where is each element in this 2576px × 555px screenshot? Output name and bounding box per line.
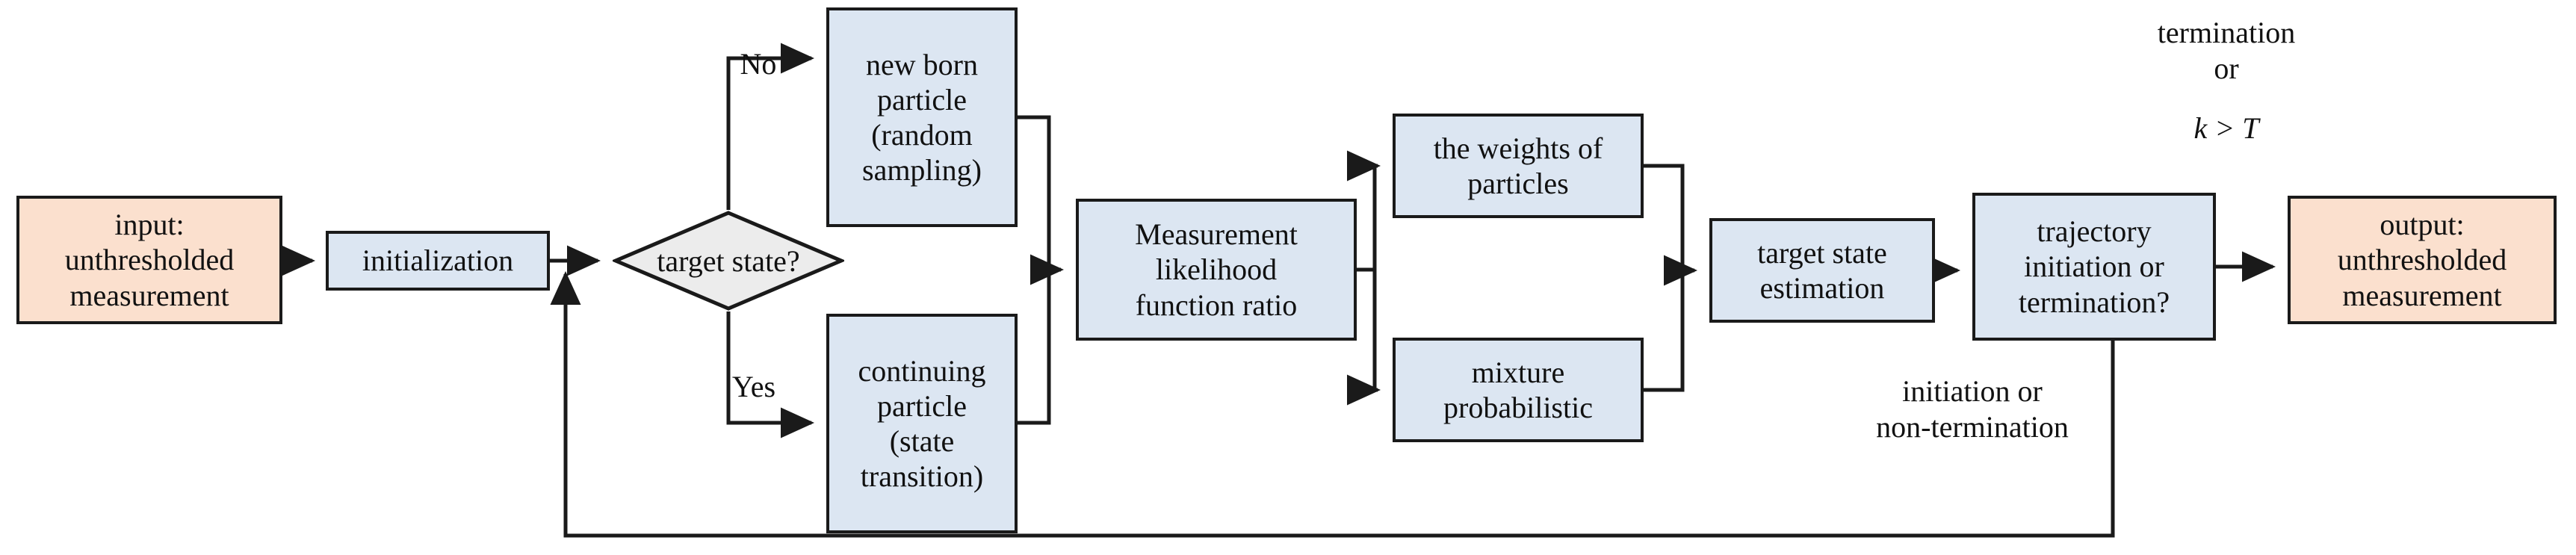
- node-mixture-probabilistic[interactable]: mixture probabilistic: [1393, 338, 1644, 442]
- node-input-label: input: unthresholded measurement: [64, 208, 235, 312]
- node-new-born-particle-label: new born particle (random sampling): [862, 47, 982, 187]
- edge-label-yes: Yes: [731, 370, 776, 403]
- edge-continuing-to-merge: [1018, 270, 1051, 425]
- edge-weights-to-merge: [1644, 164, 1685, 270]
- node-trajectory-decision[interactable]: trajectory initiation or termination?: [1972, 193, 2216, 341]
- diamond-shape: [613, 211, 844, 311]
- edge-split-to-mixture-probabilistic: [1347, 270, 1381, 406]
- edge-new-born-to-merge: [1018, 115, 1051, 270]
- node-weights-of-particles-label: the weights of particles: [1433, 131, 1603, 200]
- node-new-born-particle[interactable]: new born particle (random sampling): [826, 7, 1018, 227]
- node-trajectory-decision-label: trajectory initiation or termination?: [2018, 214, 2170, 319]
- node-target-state-estimation-label: target state estimation: [1757, 235, 1887, 305]
- node-continuing-particle[interactable]: continuing particle (state transition): [826, 314, 1018, 533]
- edge-label-initiation-or-non-termination: initiation or non-termination: [1876, 374, 2069, 444]
- node-target-state-decision[interactable]: target state?: [613, 210, 844, 311]
- edge-target-state-to-continuing-particle: [726, 311, 815, 438]
- node-measurement-likelihood[interactable]: Measurement likelihood function ratio: [1076, 199, 1357, 341]
- edge-target-state-to-new-born-particle: [726, 43, 815, 210]
- edge-split-to-weights-of-particles: [1347, 150, 1381, 270]
- edge-label-termination-or: termination or: [2157, 16, 2296, 85]
- edge-feedback-to-target-state: [550, 270, 2115, 538]
- node-measurement-likelihood-label: Measurement likelihood function ratio: [1135, 217, 1298, 322]
- node-output-label: output: unthresholded measurement: [2337, 208, 2507, 312]
- node-input[interactable]: input: unthresholded measurement: [16, 196, 282, 324]
- node-output[interactable]: output: unthresholded measurement: [2288, 196, 2557, 324]
- node-continuing-particle-label: continuing particle (state transition): [858, 353, 986, 494]
- node-target-state-estimation[interactable]: target state estimation: [1709, 218, 1935, 323]
- edge-mixture-to-merge: [1644, 270, 1685, 392]
- node-mixture-probabilistic-label: mixture probabilistic: [1443, 355, 1593, 424]
- edge-label-k-greater-than-t: k > T: [2193, 111, 2259, 145]
- node-weights-of-particles[interactable]: the weights of particles: [1393, 114, 1644, 218]
- node-initialization-label: initialization: [362, 244, 514, 278]
- edge-label-no: No: [740, 47, 777, 81]
- node-initialization[interactable]: initialization: [326, 231, 550, 291]
